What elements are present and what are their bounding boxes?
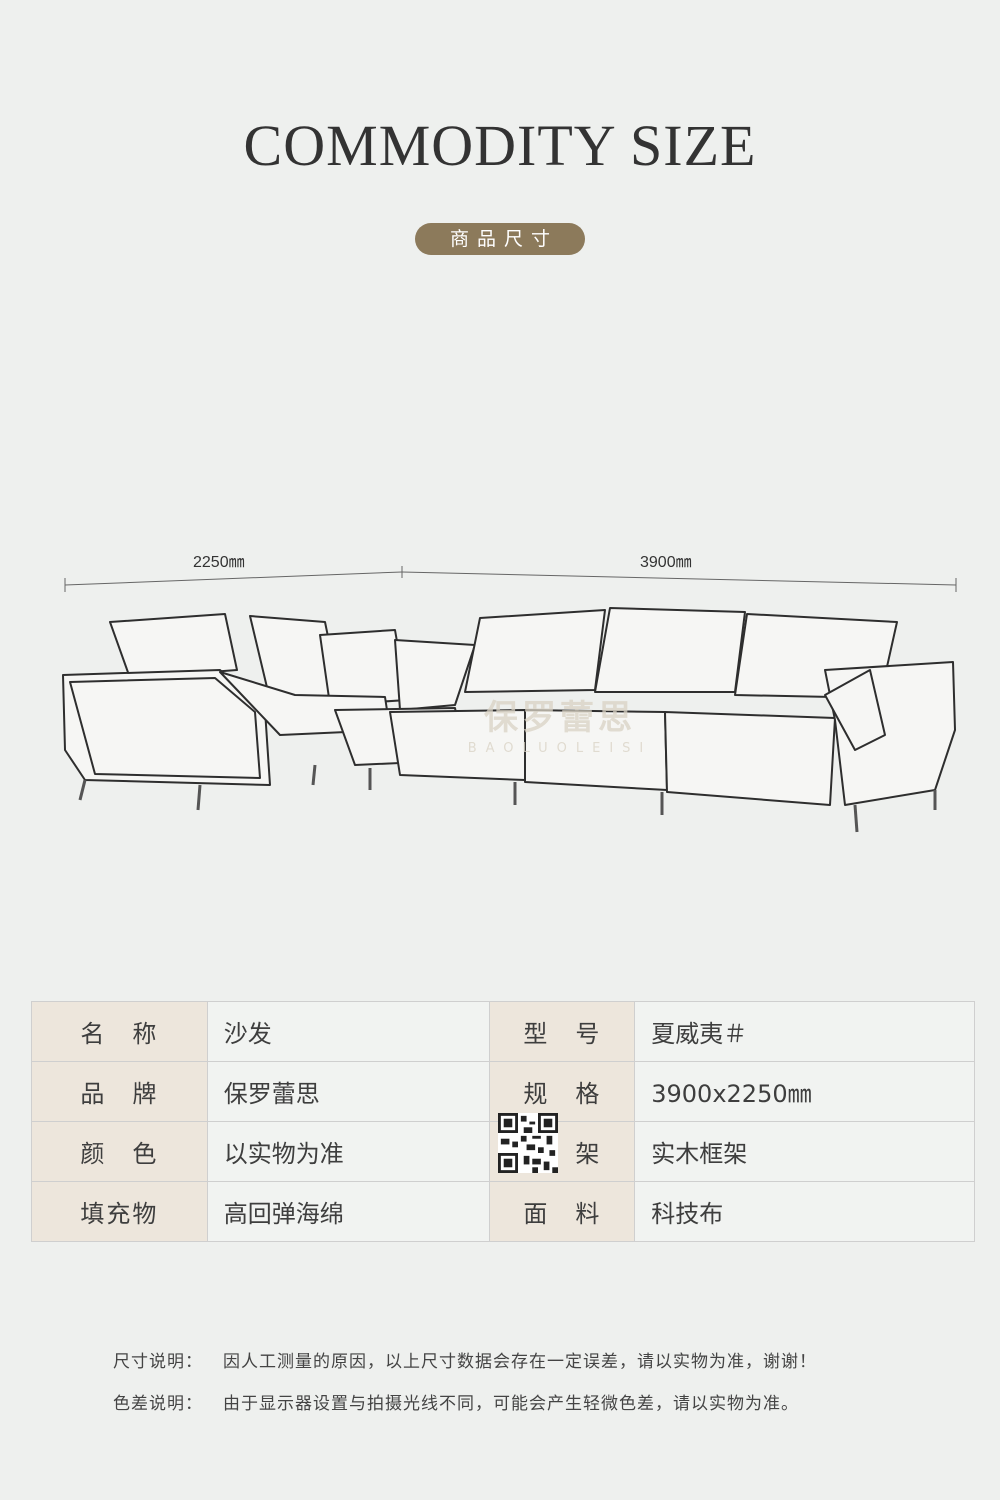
spec-key: 型 号 bbox=[489, 1001, 636, 1062]
spec-value: 科技布 bbox=[634, 1181, 975, 1242]
spec-value: 实木框架 bbox=[634, 1121, 975, 1182]
spec-value: 以实物为准 bbox=[206, 1121, 491, 1182]
brand-watermark: 保罗蕾思 BAOLUOLEISI bbox=[440, 690, 680, 756]
spec-key: 填充物 bbox=[31, 1181, 208, 1242]
spec-key: 名 称 bbox=[31, 1001, 208, 1062]
section-badge: 商品尺寸 bbox=[415, 223, 585, 255]
length-dimension-label: 3900㎜ bbox=[640, 554, 692, 571]
table-row: 颜 色 以实物为准 框 架 实木框架 bbox=[31, 1121, 975, 1182]
spec-key: 规 格 bbox=[489, 1061, 636, 1122]
table-row: 填充物 高回弹海绵 面 料 科技布 bbox=[31, 1181, 975, 1242]
note-text: 由于显示器设置与拍摄光线不同，可能会产生轻微色差，请以实物为准。 bbox=[223, 1394, 799, 1414]
watermark-cn: 保罗蕾思 bbox=[484, 698, 636, 738]
color-note: 色差说明： 由于显示器设置与拍摄光线不同，可能会产生轻微色差，请以实物为准。 bbox=[113, 1389, 799, 1414]
spec-key: 面 料 bbox=[489, 1181, 636, 1242]
spec-key: 品 牌 bbox=[31, 1061, 208, 1122]
note-text: 因人工测量的原因，以上尺寸数据会存在一定误差，请以实物为准，谢谢！ bbox=[223, 1352, 817, 1372]
table-row: 品 牌 保罗蕾思 规 格 3900x2250㎜ bbox=[31, 1061, 975, 1122]
spec-key: 颜 色 bbox=[31, 1121, 208, 1182]
spec-value: 高回弹海绵 bbox=[206, 1181, 491, 1242]
table-row: 名 称 沙发 型 号 夏威夷＃ bbox=[31, 1001, 975, 1062]
qr-code-icon[interactable] bbox=[498, 1113, 558, 1173]
dimension-lines bbox=[64, 566, 957, 592]
spec-table: 名 称 沙发 型 号 夏威夷＃ 品 牌 保罗蕾思 规 格 3900x2250㎜ … bbox=[31, 1001, 975, 1242]
width-dimension-label: 2250㎜ bbox=[193, 554, 245, 571]
spec-value: 3900x2250㎜ bbox=[634, 1061, 975, 1122]
page-title: COMMODITY SIZE bbox=[243, 113, 757, 178]
spec-value: 保罗蕾思 bbox=[206, 1061, 491, 1122]
note-label: 色差说明： bbox=[113, 1394, 203, 1414]
spec-value: 夏威夷＃ bbox=[634, 1001, 975, 1062]
spec-value: 沙发 bbox=[206, 1001, 491, 1062]
watermark-en: BAOLUOLEISI bbox=[467, 741, 653, 756]
sofa-sketch-image bbox=[62, 607, 956, 833]
size-note: 尺寸说明： 因人工测量的原因，以上尺寸数据会存在一定误差，请以实物为准，谢谢！ bbox=[113, 1347, 817, 1372]
note-label: 尺寸说明： bbox=[113, 1352, 203, 1372]
